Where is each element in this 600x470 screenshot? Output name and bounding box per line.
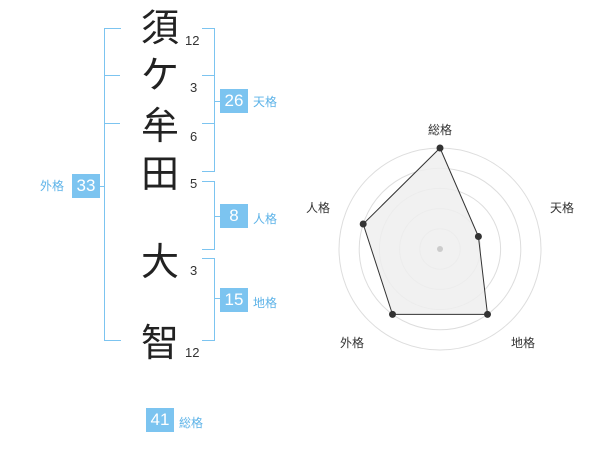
radar-shape <box>362 147 489 315</box>
chikaku-bracket <box>202 258 215 341</box>
surname-char-1-strokes: 12 <box>185 33 200 48</box>
surname-char-4: 田 <box>140 152 179 196</box>
jinkaku-label: 人格 <box>253 212 278 226</box>
gaikaku-value: 33 <box>72 174 100 198</box>
gaikaku-bracket-tick-2 <box>104 123 120 124</box>
radar-point-5 <box>359 220 367 228</box>
surname-char-3: 牟 <box>140 104 179 148</box>
surname-char-1: 須 <box>140 6 179 50</box>
surname-char-4-strokes: 5 <box>190 176 198 191</box>
chikaku-bracket-stem <box>214 298 220 299</box>
radar-point-2 <box>474 233 482 240</box>
radar-label-chikaku: 地格 <box>511 336 536 350</box>
soukaku-label: 総格 <box>179 416 204 430</box>
tenkaku-bracket-tick-2 <box>202 123 214 124</box>
chikaku-label: 地格 <box>253 296 278 310</box>
chikaku-value: 15 <box>220 288 248 312</box>
given-char-2: 智 <box>140 321 179 365</box>
radar-point-3 <box>484 310 491 318</box>
radar-point-1 <box>436 144 444 152</box>
jinkaku-bracket <box>202 181 215 250</box>
given-char-2-strokes: 12 <box>185 345 200 360</box>
soukaku-value: 41 <box>146 408 174 432</box>
surname-char-3-strokes: 6 <box>190 129 198 144</box>
gaikaku-bracket-tick-1 <box>104 75 120 76</box>
surname-char-2-strokes: 3 <box>190 80 198 95</box>
radar-center-dot <box>437 246 443 252</box>
tenkaku-label: 天格 <box>253 95 278 109</box>
tenkaku-value: 26 <box>220 89 248 113</box>
given-char-1-strokes: 3 <box>190 263 198 278</box>
radar-point-4 <box>389 310 396 318</box>
radar-label-tenkaku: 天格 <box>550 201 575 215</box>
jinkaku-bracket-stem <box>214 216 220 217</box>
gaikaku-label: 外格 <box>40 179 65 193</box>
tenkaku-bracket-tick-1 <box>202 75 214 76</box>
tenkaku-bracket-stem <box>214 101 220 102</box>
tenkaku-bracket <box>202 28 215 172</box>
radar-label-jinkaku: 人格 <box>306 201 331 215</box>
jinkaku-value: 8 <box>220 204 248 228</box>
given-char-1: 大 <box>140 240 179 284</box>
surname-char-2: ケ <box>140 53 179 97</box>
radar-label-gaikaku: 外格 <box>340 336 365 350</box>
radar-points <box>359 144 491 318</box>
gaikaku-bracket <box>104 28 121 341</box>
radar-label-soukaku: 総格 <box>428 123 453 137</box>
